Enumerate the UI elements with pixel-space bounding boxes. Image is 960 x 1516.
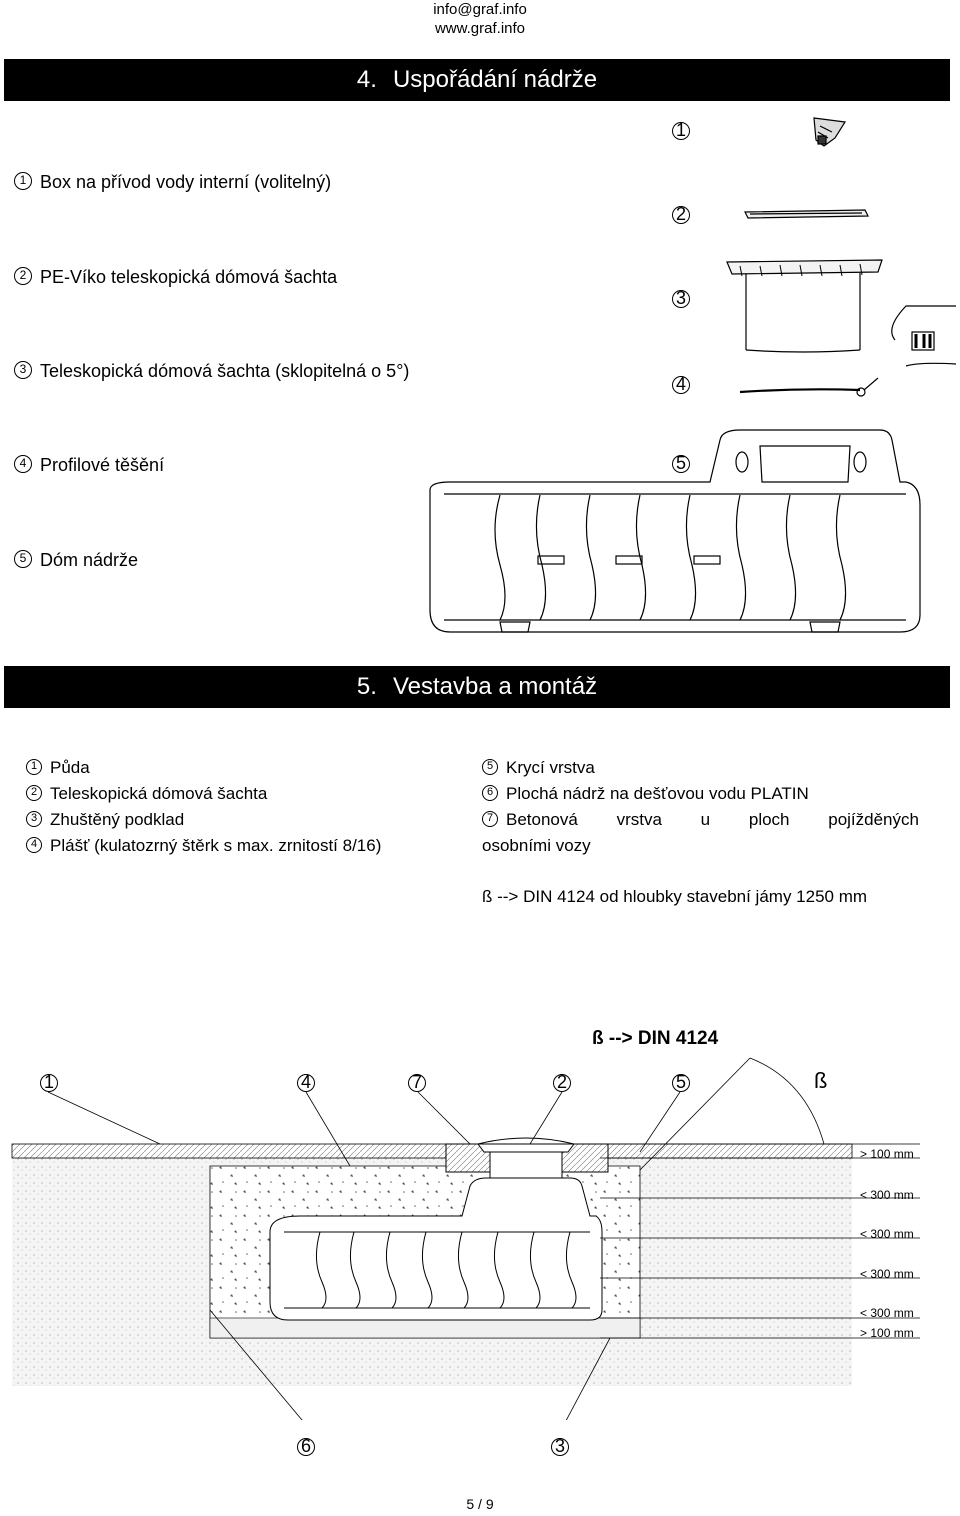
- installation-item-1: 1 Půda: [26, 755, 381, 781]
- installation-label: Zhuštěný podklad: [50, 810, 185, 829]
- component-item-5: 5 Dóm nádrže: [14, 550, 138, 571]
- diagram-number-1: 1: [672, 121, 690, 140]
- installation-label-word: pojížděných: [828, 810, 919, 829]
- circled-number: 2: [26, 784, 42, 801]
- component-item-1: 1 Box na přívod vody interní (volitelný): [14, 172, 331, 193]
- component-item-2: 2 PE-Víko teleskopická dómová šachta: [14, 267, 337, 288]
- circled-number: 2: [14, 267, 32, 286]
- diagram-label-6: 6: [297, 1437, 315, 1456]
- inlet-box-part: [813, 117, 847, 147]
- dimension-label: < 300 mm: [860, 1227, 914, 1241]
- installation-item-2: 2 Teleskopická dómová šachta: [26, 781, 381, 807]
- diagram-label-3: 3: [551, 1437, 569, 1456]
- installation-label-word: Betonová: [506, 810, 578, 829]
- installation-label-word: ploch: [748, 810, 790, 829]
- installation-label: Krycí vrstva: [506, 758, 595, 777]
- installation-item-5: 5 Krycí vrstva: [482, 755, 919, 781]
- circled-number: 3: [26, 810, 42, 827]
- top-layer: [11, 1143, 853, 1159]
- compacted-base: [209, 1317, 641, 1339]
- circled-number: 5: [14, 550, 32, 569]
- section-5-heading: 5. Vestavba a montáž: [4, 666, 950, 708]
- section-4-title: Uspořádání nádrže: [392, 66, 598, 93]
- dimension-label: > 100 mm: [860, 1326, 914, 1340]
- diagram-label-2: 2: [553, 1073, 571, 1092]
- dimension-label: > 100 mm: [860, 1147, 914, 1161]
- installation-label: Plochá nádrž na dešťovou vodu PLATIN: [506, 784, 809, 803]
- component-label: Profilové těšění: [40, 455, 165, 475]
- installation-cross-section-drawing: [11, 1057, 920, 1420]
- dimension-label: < 300 mm: [860, 1306, 914, 1320]
- circled-number: 7: [482, 810, 498, 827]
- dimension-lines: [600, 1143, 920, 1339]
- installation-item-6: 6 Plochá nádrž na dešťovou vodu PLATIN: [482, 781, 919, 807]
- telescopic-shaft-part: [726, 259, 883, 353]
- header-website[interactable]: www.graf.info: [434, 20, 526, 37]
- installation-item-3: 3 Zhuštěný podklad: [26, 807, 381, 833]
- circled-number: 3: [14, 361, 32, 380]
- circled-number: 5: [482, 758, 498, 775]
- beta-din-title: ß --> DIN 4124: [592, 1028, 719, 1049]
- component-item-3: 3 Teleskopická dómová šachta (sklopitelná…: [14, 361, 409, 382]
- slope-line: [639, 1057, 751, 1171]
- component-label: PE-Víko teleskopická dómová šachta: [40, 267, 338, 287]
- circled-number: 4: [26, 836, 42, 853]
- installation-item-7: 7 Betonová vrstva u ploch pojížděných: [482, 807, 919, 833]
- diagram-label-4: 4: [297, 1073, 315, 1092]
- pe-lid-part: [744, 209, 869, 219]
- diagram-label-1: 1: [40, 1073, 58, 1092]
- diagram-number-4: 4: [672, 375, 690, 394]
- circled-number: 6: [482, 784, 498, 801]
- header-contact: info@graf.info www.graf.info: [0, 0, 960, 38]
- dimension-label: < 300 mm: [860, 1267, 914, 1281]
- installation-label: Půda: [50, 758, 90, 777]
- header-email[interactable]: info@graf.info: [433, 1, 527, 18]
- installation-item-4: 4 Plášť (kulatozrný štěrk s max. zrnitost…: [26, 833, 381, 859]
- tank-dome-part: [429, 429, 921, 633]
- component-label: Teleskopická dómová šachta (sklopitelná …: [40, 361, 410, 381]
- section-5-number: 5.: [356, 673, 377, 700]
- tank-body: [269, 1177, 603, 1321]
- circled-number: 1: [14, 172, 32, 191]
- section-4-heading: 4. Uspořádání nádrže: [4, 59, 950, 101]
- installation-label: Teleskopická dómová šachta: [50, 784, 268, 803]
- circled-number: 1: [26, 758, 42, 775]
- page-number: 5 / 9: [466, 1496, 494, 1512]
- installation-label-word: vrstva: [616, 810, 662, 829]
- diagram-number-2: 2: [672, 205, 690, 224]
- section-4-number: 4.: [356, 66, 377, 93]
- installation-list-right: 5 Krycí vrstva 6 Plochá nádrž na dešťovou …: [482, 755, 919, 859]
- component-label: Dóm nádrže: [40, 550, 139, 570]
- component-label: Box na přívod vody interní (volitelný): [40, 172, 332, 192]
- diagram-label-7: 7: [408, 1073, 426, 1092]
- dimension-label: < 300 mm: [860, 1188, 914, 1202]
- seal-detail-part: [891, 305, 957, 367]
- section-5-title: Vestavba a montáž: [392, 673, 598, 700]
- installation-item-7-continued: osobními vozy: [482, 836, 591, 855]
- beta-angle-label: ß: [814, 1068, 828, 1093]
- installation-label: Plášť (kulatozrný štěrk s max. zrnitostí…: [50, 836, 382, 855]
- din-4124-note: ß --> DIN 4124 od hloubky stavební jámy …: [482, 887, 868, 906]
- beta-angle-arc: [749, 1057, 825, 1145]
- diagram-label-5: 5: [672, 1073, 690, 1092]
- installation-list-left: 1 Půda 2 Teleskopická dómová šachta 3 Zhušt…: [26, 755, 381, 859]
- diagram-number-5: 5: [672, 454, 690, 473]
- leader-lines: [47, 1091, 681, 1420]
- installation-label-word: u: [700, 810, 711, 829]
- diagram-number-3: 3: [672, 289, 690, 308]
- tank-exploded-view-drawing: [429, 117, 957, 633]
- circled-number: 4: [14, 455, 32, 474]
- profile-seal-part: [739, 377, 879, 397]
- component-item-4: 4 Profilové těšění: [14, 455, 164, 476]
